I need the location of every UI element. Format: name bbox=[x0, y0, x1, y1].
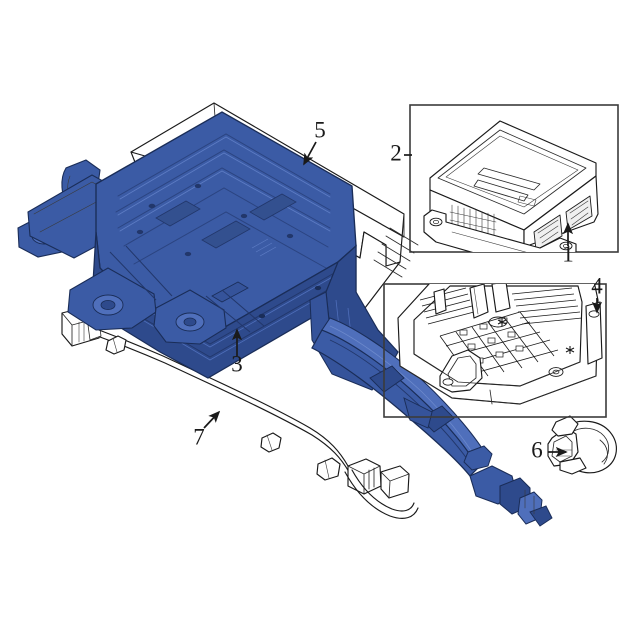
module-top-emboss bbox=[473, 167, 541, 207]
callout-5-group[interactable]: 5 bbox=[303, 117, 326, 166]
callout-6-group[interactable]: 6 bbox=[531, 437, 568, 462]
tray-rib-bank-right bbox=[511, 287, 583, 325]
callout-1-group[interactable]: 1 bbox=[562, 222, 574, 266]
callout-4-group[interactable]: 4 bbox=[591, 273, 603, 314]
harness-clip-a bbox=[105, 335, 127, 355]
module-vent-grille bbox=[449, 204, 497, 239]
part-1-control-module bbox=[423, 120, 599, 252]
callout-1-label: 1 bbox=[562, 241, 574, 266]
inset-box-upper bbox=[409, 104, 619, 253]
tray-stamp-marks bbox=[497, 318, 575, 354]
callout-5-label: 5 bbox=[314, 117, 326, 142]
callout-4-label: 4 bbox=[591, 273, 603, 298]
callout-6-label: 6 bbox=[531, 437, 543, 462]
part-4-battery-tray bbox=[397, 284, 603, 405]
callout-2-group[interactable]: 2 bbox=[390, 140, 412, 165]
callout-layer: 1 2 3 4 5 bbox=[193, 117, 603, 462]
callout-7-label: 7 bbox=[193, 424, 205, 449]
callout-3-group[interactable]: 3 bbox=[231, 328, 243, 376]
harness-clip-b bbox=[260, 432, 282, 453]
part-3-support-frame-assembly bbox=[17, 111, 553, 527]
part-6-retainer-clip bbox=[547, 415, 617, 475]
callout-7-group[interactable]: 7 bbox=[193, 410, 221, 449]
beam-right-end-fitting bbox=[469, 465, 553, 527]
harness-connector-right bbox=[316, 457, 419, 519]
inset-box-lower bbox=[383, 283, 607, 418]
callout-2-label: 2 bbox=[390, 140, 402, 165]
callout-3-label: 3 bbox=[231, 351, 243, 376]
